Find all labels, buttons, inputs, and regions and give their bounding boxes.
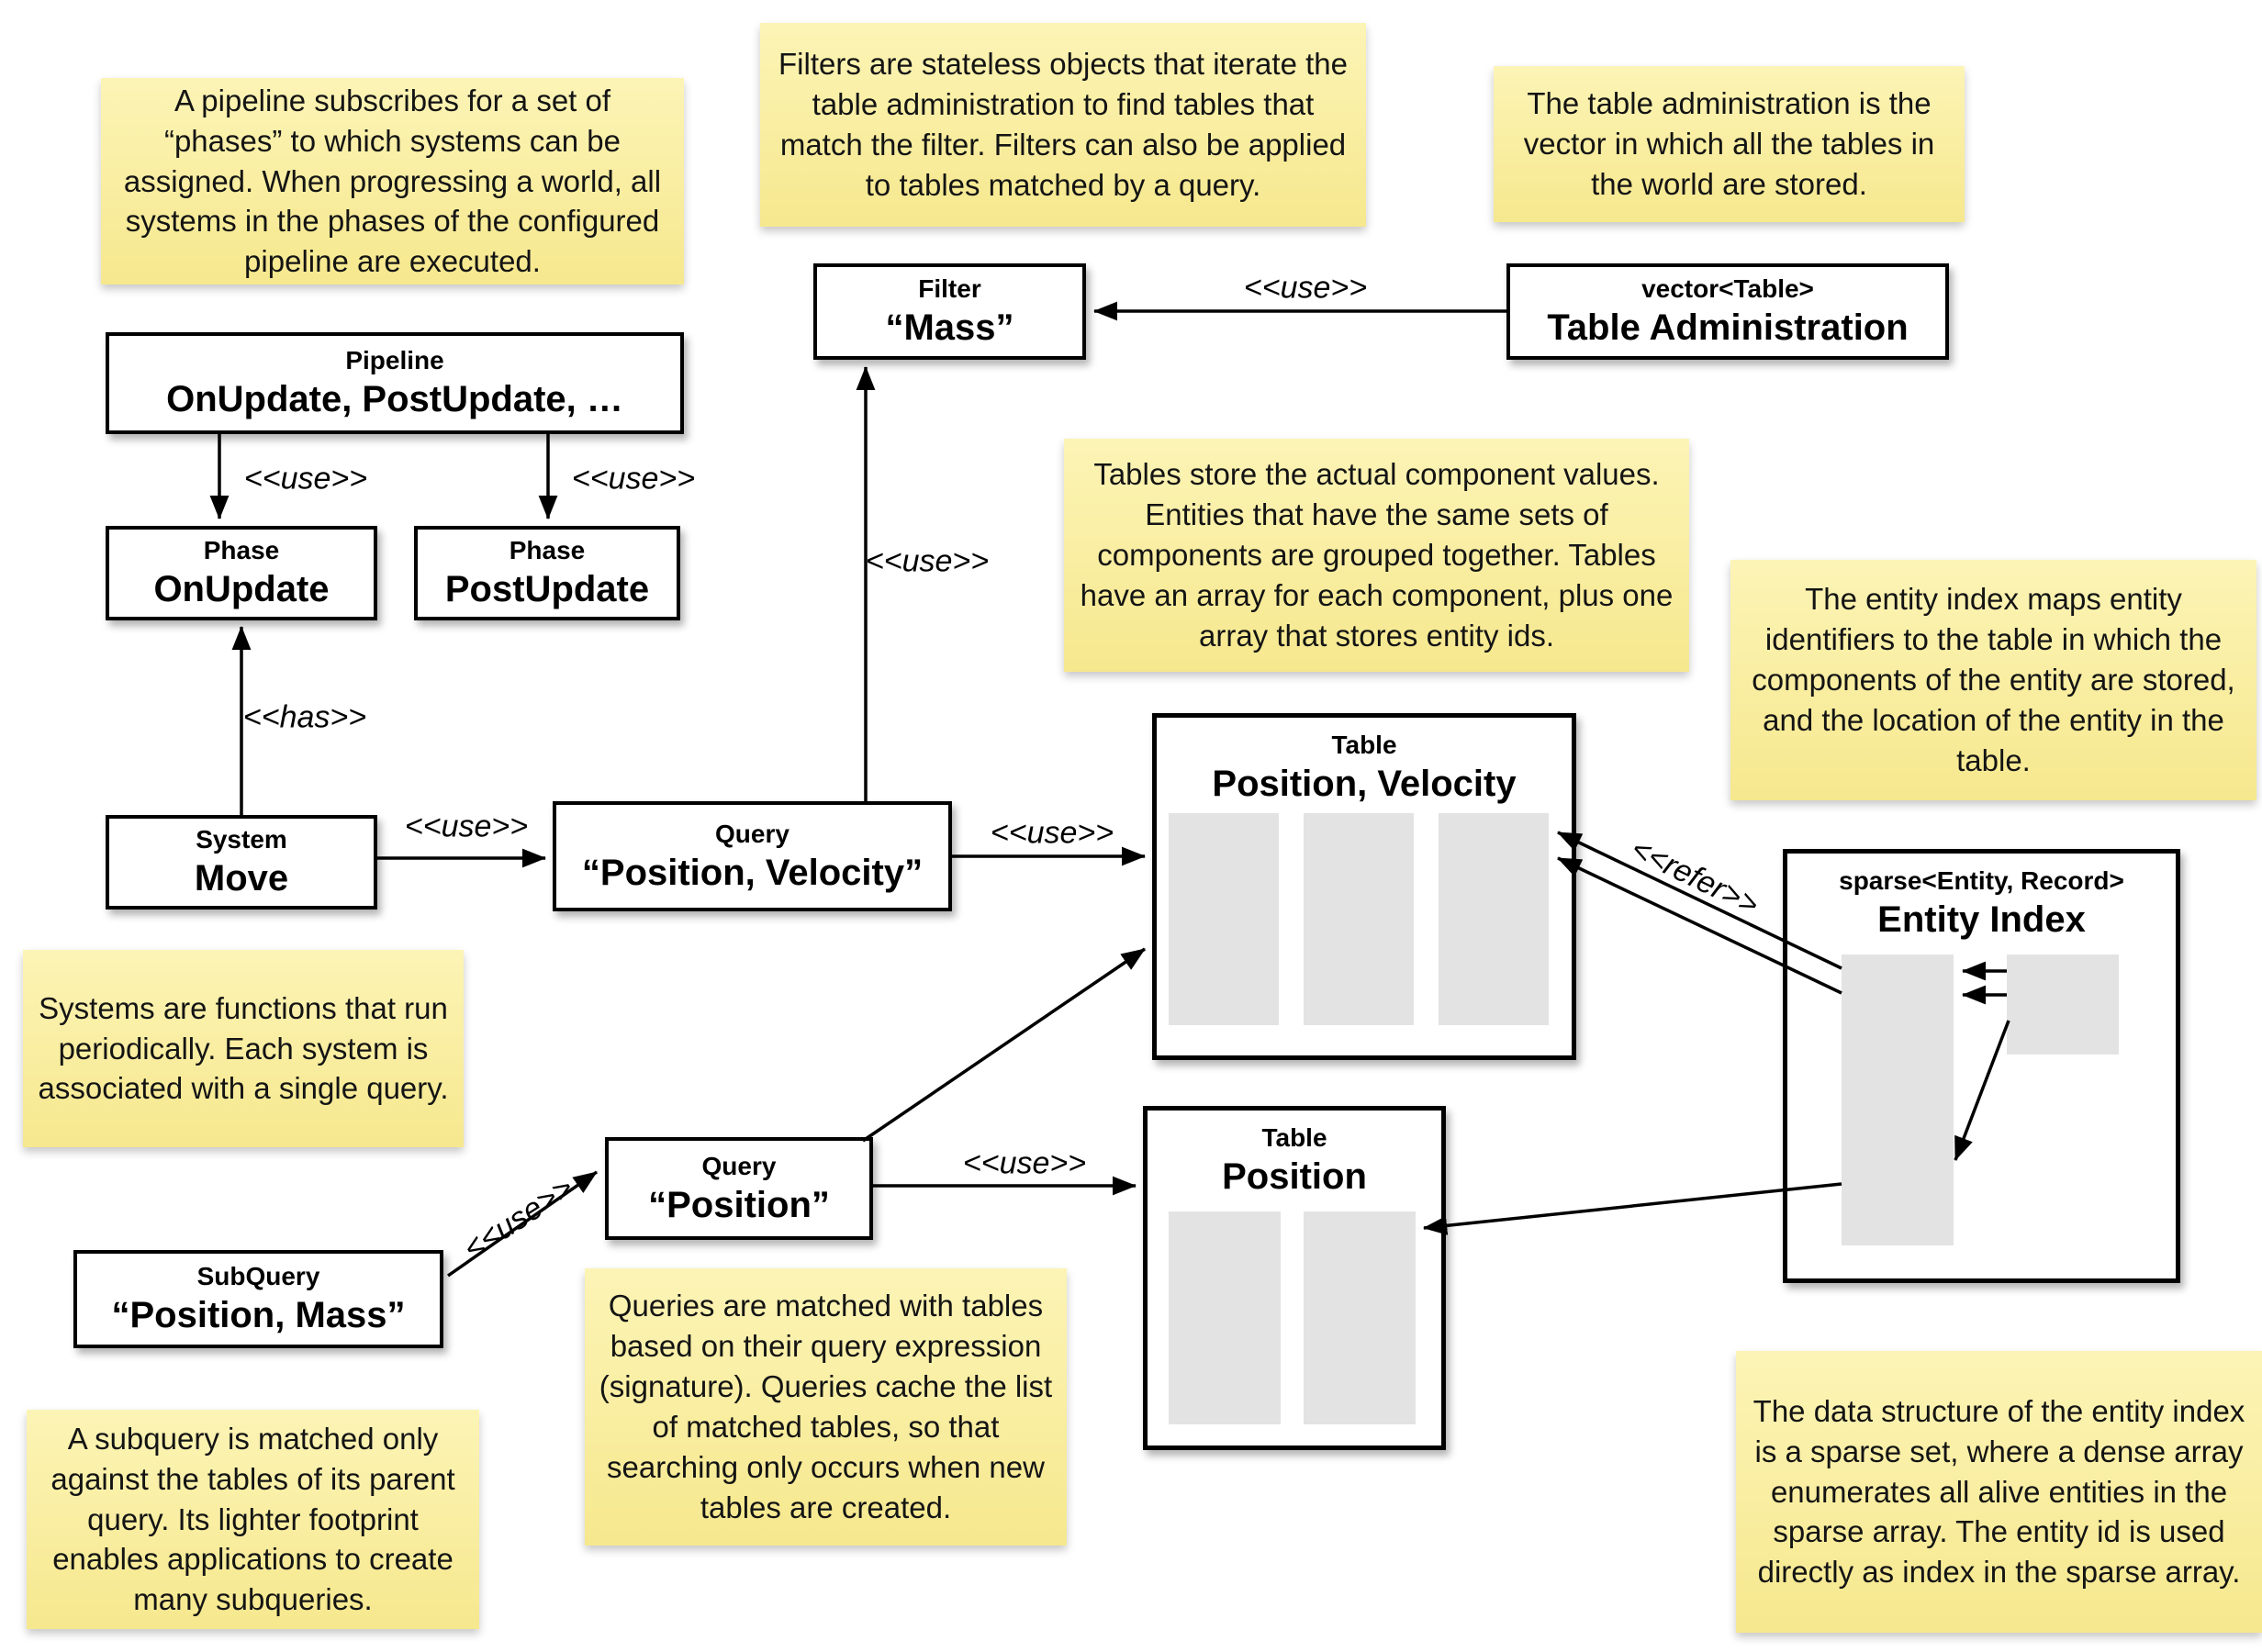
note-text: Filters are stateless objects that itera…: [778, 47, 1348, 202]
edge-label-use-move-querypv: <<use>>: [404, 809, 529, 844]
node-name: “Mass”: [885, 307, 1014, 348]
edge-label-use-querypos-tablepos: <<use>>: [962, 1145, 1087, 1181]
edge-label-use-querypv-tablepv: <<use>>: [990, 815, 1114, 851]
note-text: The entity index maps entity identifiers…: [1752, 582, 2235, 777]
node-query-position: Query “Position”: [605, 1137, 873, 1240]
edge-label-use-querypv-filter: <<use>>: [865, 543, 990, 579]
node-phase-onupdate: Phase OnUpdate: [106, 526, 377, 620]
node-name: Move: [194, 858, 289, 899]
note-text: A pipeline subscribes for a set of “phas…: [123, 83, 662, 279]
node-stereotype: sparse<Entity, Record>: [1839, 866, 2124, 895]
node-pipeline: Pipeline OnUpdate, PostUpdate, …: [106, 332, 684, 434]
node-stereotype: vector<Table>: [1641, 274, 1814, 303]
edge-label-use-subquery-querypos: <<use>>: [457, 1170, 580, 1267]
node-name: Position: [1222, 1156, 1367, 1197]
node-system-move: System Move: [106, 815, 377, 910]
dense-array-placeholder: [2007, 954, 2119, 1055]
note-filters: Filters are stateless objects that itera…: [760, 23, 1366, 227]
note-systems: Systems are functions that run periodica…: [23, 950, 464, 1147]
node-name: Entity Index: [1877, 899, 2086, 940]
node-subquery: SubQuery “Position, Mass”: [73, 1250, 443, 1348]
node-name: “Position, Velocity”: [581, 852, 924, 893]
node-query-position-velocity: Query “Position, Velocity”: [553, 801, 952, 911]
component-array-placeholder: [1169, 813, 1279, 1025]
node-stereotype: Phase: [509, 536, 586, 564]
component-array-placeholder: [1304, 813, 1414, 1025]
node-stereotype: System: [196, 825, 287, 854]
note-subquery: A subquery is matched only against the t…: [27, 1410, 479, 1629]
node-stereotype: Table: [1331, 731, 1397, 759]
note-queries: Queries are matched with tables based on…: [585, 1268, 1067, 1546]
node-name: Position, Velocity: [1212, 764, 1517, 804]
node-name: OnUpdate: [153, 569, 330, 609]
edge-querypos-to-tablepv: [862, 947, 1146, 1143]
note-text: The data structure of the entity index i…: [1752, 1393, 2245, 1590]
edge-label-has-move-onupdate: <<has>>: [242, 699, 367, 735]
component-array-placeholder: [1304, 1211, 1416, 1424]
node-stereotype: Filter: [918, 274, 981, 303]
node-table-position: Table Position: [1143, 1106, 1446, 1450]
node-name: “Position, Mass”: [111, 1295, 406, 1335]
node-stereotype: Query: [701, 1151, 777, 1180]
note-text: A subquery is matched only against the t…: [50, 1421, 455, 1617]
note-entity-index-structure: The data structure of the entity index i…: [1736, 1351, 2262, 1633]
node-stereotype: Query: [715, 819, 789, 848]
edge-entityindex-to-tablepos: [1422, 1182, 1842, 1235]
node-name: PostUpdate: [444, 569, 650, 609]
node-stereotype: Phase: [203, 536, 280, 564]
node-entity-index: sparse<Entity, Record> Entity Index: [1783, 849, 2180, 1283]
note-text: The table administration is the vector i…: [1523, 86, 1935, 201]
node-stereotype: SubQuery: [196, 1262, 320, 1290]
note-text: Systems are functions that run periodica…: [38, 990, 449, 1106]
component-array-placeholder: [1439, 813, 1549, 1025]
note-table-administration: The table administration is the vector i…: [1494, 66, 1965, 222]
note-entity-index: The entity index maps entity identifiers…: [1730, 560, 2256, 800]
node-name: Table Administration: [1547, 307, 1909, 348]
node-name: OnUpdate, PostUpdate, …: [166, 379, 623, 419]
component-array-placeholder: [1169, 1211, 1281, 1424]
sparse-array-placeholder: [1842, 954, 1954, 1245]
node-name: “Position”: [648, 1184, 830, 1225]
node-table-position-velocity: Table Position, Velocity: [1152, 713, 1576, 1060]
node-stereotype: Pipeline: [345, 346, 444, 374]
node-filter-mass: Filter “Mass”: [813, 263, 1086, 360]
edge-label-use-tableadmin-filter: <<use>>: [1243, 270, 1368, 306]
edge-label-refer-entityindex-tablepv: <<refer>>: [1625, 831, 1764, 923]
note-text: Queries are matched with tables based on…: [599, 1289, 1053, 1524]
node-table-administration: vector<Table> Table Administration: [1506, 263, 1949, 360]
note-tables: Tables store the actual component values…: [1064, 439, 1689, 672]
edge-label-use-pipeline-onupdate: <<use>>: [243, 461, 368, 497]
node-stereotype: Table: [1261, 1123, 1327, 1152]
edge-label-use-pipeline-postupdate: <<use>>: [571, 461, 696, 497]
note-text: Tables store the actual component values…: [1080, 457, 1674, 653]
note-pipeline: A pipeline subscribes for a set of “phas…: [101, 78, 684, 285]
node-phase-postupdate: Phase PostUpdate: [414, 526, 680, 620]
